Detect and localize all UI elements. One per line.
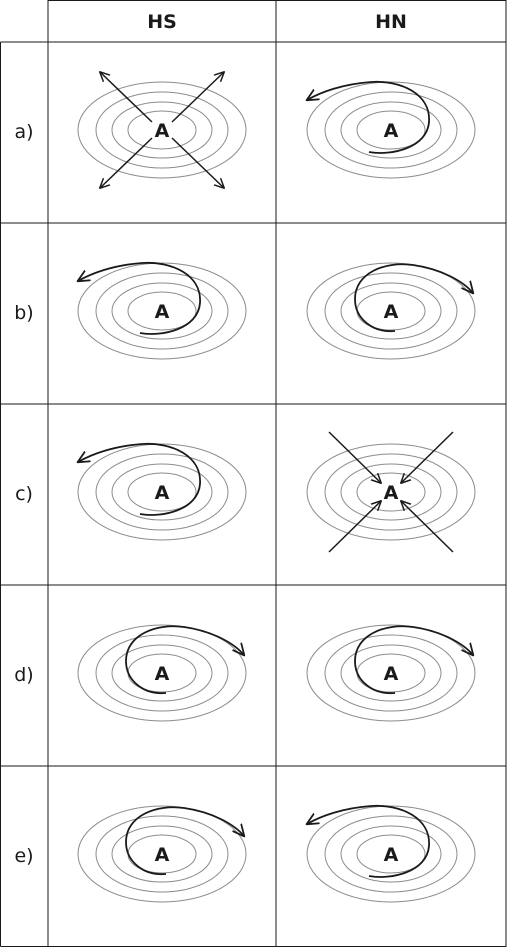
outward-arrow [171,72,224,123]
contour-ring [324,91,458,169]
inward-arrow [401,431,454,483]
row-label-a: a) [14,121,33,143]
cell-a-hn: A [306,80,476,179]
row-label-c: c) [15,483,33,505]
contour-ring [111,644,213,702]
contour-ring [77,443,247,541]
contour-ring [324,815,458,893]
contour-ring [306,443,476,541]
center-label: A [384,482,399,504]
cell-d-hs: A [77,624,247,722]
contour-ring [306,81,476,179]
contour-ring [111,825,213,883]
inward-arrow [328,501,381,553]
contour-ring [356,834,426,874]
row-label-b: b) [14,302,33,324]
center-label: A [155,663,170,685]
center-label: A [384,844,399,866]
cell-e-hs: A [77,805,247,903]
cell-e-hn: A [306,804,476,903]
contour-ring [340,101,442,159]
contour-rings [77,262,247,360]
spiral-right-arrow [125,806,244,875]
spiral-left-arrow [78,442,201,516]
contour-ring [306,805,476,903]
cell-c-hn: A [306,431,476,553]
outward-arrow [100,72,153,123]
contour-ring [324,453,458,531]
center-label: A [384,663,399,685]
contour-rings [306,443,476,541]
outward-arrow [171,137,224,188]
contour-ring [95,272,229,350]
contour-ring [340,644,442,702]
contour-ring [324,272,458,350]
contour-ring [340,463,442,521]
contour-ring [340,825,442,883]
column-header-hn: HN [375,11,407,33]
cell-b-hn: A [306,262,476,360]
row-label-d: d) [14,664,33,686]
center-label: A [384,120,399,142]
spiral-left-arrow [307,804,430,878]
inward-arrow [328,431,381,483]
contour-ring [77,624,247,722]
column-header-hs: HS [147,11,177,33]
cell-d-hn: A [306,624,476,722]
contour-ring [127,291,197,331]
contour-rings [306,624,476,722]
outward-arrow [100,137,153,188]
center-label: A [155,301,170,323]
center-label: A [155,482,170,504]
contour-ring [324,634,458,712]
cell-b-hs: A [77,261,247,360]
contour-ring [95,815,229,893]
contour-rings [77,81,247,179]
cells-layer: A A A A A A A A A A [77,72,476,903]
inward-arrow [401,501,454,553]
spiral-right-arrow [354,263,473,332]
spiral-left-arrow [307,80,430,154]
contour-ring [356,110,426,150]
cell-c-hs: A [77,442,247,541]
contour-ring [340,282,442,340]
center-label: A [155,844,170,866]
spiral-left-arrow [78,261,201,335]
spiral-right-arrow [125,625,244,694]
contour-ring [95,453,229,531]
contour-ring [306,262,476,360]
contour-rings [77,443,247,541]
contour-ring [127,472,197,512]
spiral-right-arrow [354,625,473,694]
contour-ring [356,472,426,512]
contour-ring [111,463,213,521]
center-label: A [384,301,399,323]
row-label-e: e) [14,845,33,867]
contour-rings [306,81,476,179]
contour-rings [306,262,476,360]
center-label: A [155,120,170,142]
contour-ring [77,805,247,903]
contour-ring [77,262,247,360]
contour-rings [306,805,476,903]
contour-ring [127,110,197,150]
contour-ring [111,101,213,159]
contour-ring [95,91,229,169]
cell-a-hs: A [77,72,247,188]
contour-rings [77,624,247,722]
contour-ring [95,634,229,712]
contour-ring [111,282,213,340]
contour-ring [306,624,476,722]
contour-ring [77,81,247,179]
